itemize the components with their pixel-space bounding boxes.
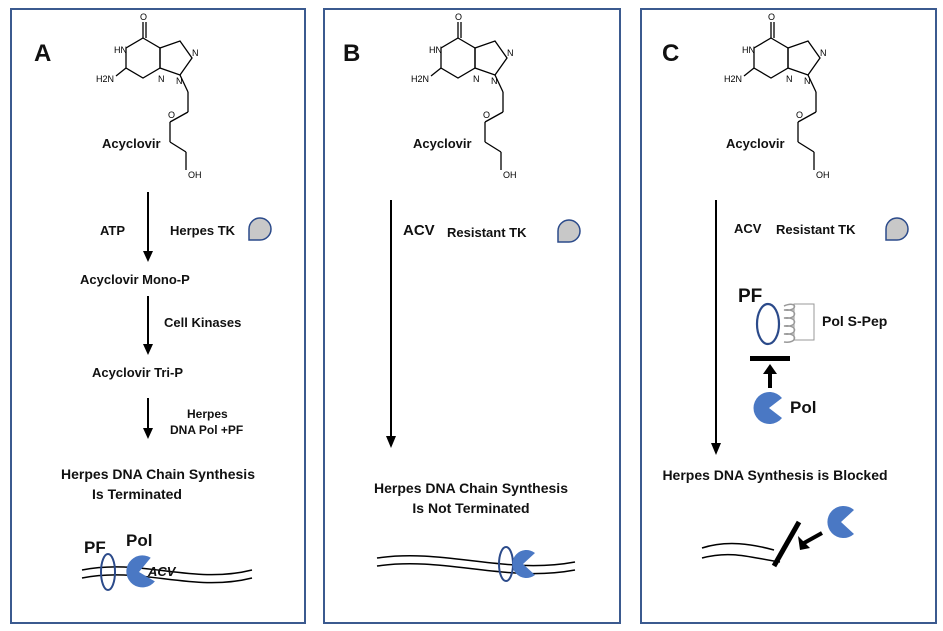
molecule-structure: O HN N H2N N N O OH xyxy=(724,12,830,180)
atom-label: HN xyxy=(429,45,442,55)
herpes-label: Herpes xyxy=(187,407,228,421)
pf-label: PF xyxy=(738,286,763,307)
panel-letter: B xyxy=(343,40,361,67)
atom-label: N xyxy=(176,76,183,86)
atom-label: OH xyxy=(188,170,202,180)
atom-label: O xyxy=(140,12,147,22)
atom-label: OH xyxy=(816,170,830,180)
resistant-tk-icon xyxy=(885,217,909,241)
mono-p-label: Acyclovir Mono-P xyxy=(80,272,190,287)
pol-s-pep-label: Pol S-Pep xyxy=(822,313,888,329)
atp-label: ATP xyxy=(100,223,126,238)
atom-label: N xyxy=(804,76,811,86)
atom-label: O xyxy=(796,110,803,120)
tri-p-label: Acyclovir Tri-P xyxy=(92,365,184,380)
flow-arrows xyxy=(143,192,153,439)
atom-label: N xyxy=(491,76,498,86)
inhibition-diagram xyxy=(750,356,790,424)
blocked-result: Herpes DNA Synthesis is Blocked xyxy=(662,467,888,483)
tk-enzyme-icon xyxy=(248,217,272,241)
atom-label: O xyxy=(483,110,490,120)
pol-label: Pol xyxy=(126,531,153,550)
cell-kinases-label: Cell Kinases xyxy=(164,315,242,330)
atom-label: HN xyxy=(114,45,127,55)
atom-label: N xyxy=(786,74,793,84)
panel-a: A O HN N H2N N N O OH Acyclovir xyxy=(10,8,306,624)
atom-label: N xyxy=(158,74,165,84)
dna-strand-diagram xyxy=(376,546,576,582)
atom-label: N xyxy=(473,74,480,84)
panel-c: C O HN N H2N N N O OH Acyclovir ACV Resi xyxy=(640,8,937,624)
pf-peptide-complex xyxy=(755,302,815,346)
atom-label: H2N xyxy=(411,74,429,84)
pol-label: Pol xyxy=(790,398,817,417)
atom-label: H2N xyxy=(96,74,114,84)
result-line-1: Herpes DNA Chain Synthesis xyxy=(374,480,568,496)
panel-letter: A xyxy=(34,40,52,67)
dna-pol-pf-label: DNA Pol +PF xyxy=(170,423,244,437)
atom-label: OH xyxy=(503,170,517,180)
drug-name: Acyclovir xyxy=(726,136,785,151)
atom-label: N xyxy=(192,48,199,58)
result-line-1: Herpes DNA Chain Synthesis xyxy=(61,466,255,482)
drug-name: Acyclovir xyxy=(102,136,161,151)
panel-b: B O HN N H2N N N O OH Acyclovir ACV Resi xyxy=(323,8,621,624)
atom-label: HN xyxy=(742,45,755,55)
atom-label: O xyxy=(768,12,775,22)
result-line-2: Is Terminated xyxy=(92,486,182,502)
atom-label: O xyxy=(168,110,175,120)
acv-label: ACV xyxy=(403,222,435,239)
atom-label: N xyxy=(507,48,514,58)
atom-label: O xyxy=(455,12,462,22)
flow-arrows xyxy=(711,200,721,455)
molecule-structure: O HN N H2N N N O OH xyxy=(411,12,517,180)
drug-name: Acyclovir xyxy=(413,136,472,151)
panel-letter: C xyxy=(662,40,680,67)
molecule-structure: O HN N H2N N N O OH xyxy=(96,12,202,180)
pf-label: PF xyxy=(84,538,106,557)
acv-label: ACV xyxy=(148,564,176,579)
result-line-2: Is Not Terminated xyxy=(412,500,530,516)
atom-label: H2N xyxy=(724,74,742,84)
herpes-tk-label: Herpes TK xyxy=(170,223,236,238)
atom-label: N xyxy=(820,48,827,58)
resistant-tk-icon xyxy=(557,219,581,243)
flow-arrows xyxy=(386,200,396,448)
dna-strand-diagram xyxy=(81,553,253,591)
acv-label: ACV xyxy=(734,221,762,236)
resistant-tk-label: Resistant TK xyxy=(776,222,856,237)
resistant-tk-label: Resistant TK xyxy=(447,225,527,240)
dna-blocked-diagram xyxy=(701,505,854,568)
